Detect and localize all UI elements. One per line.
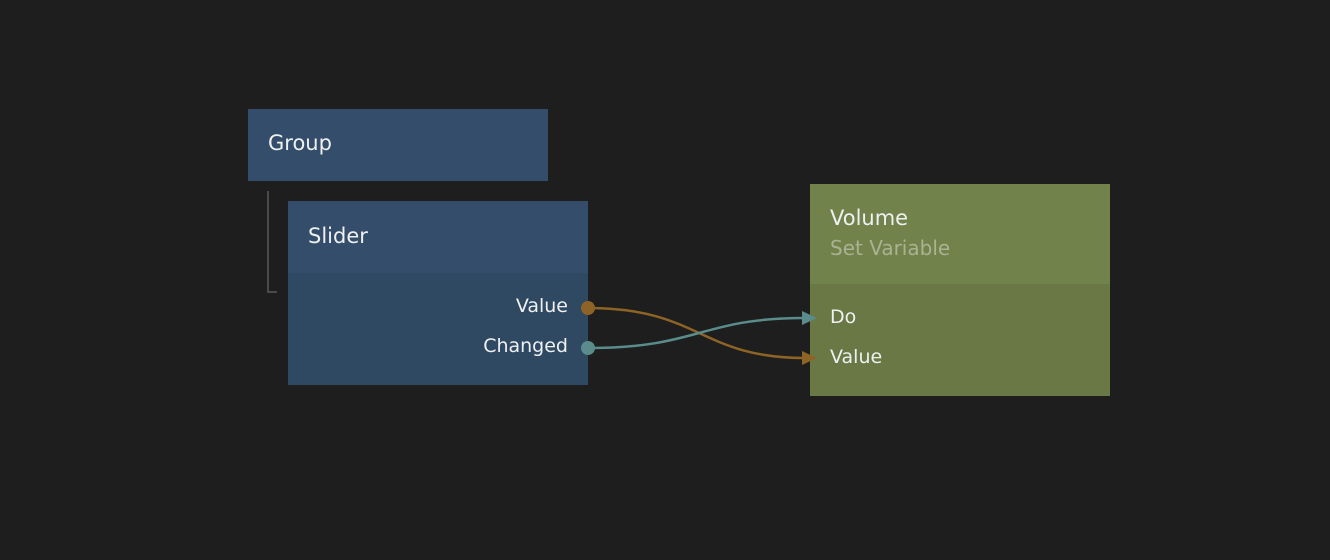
output-dot-value[interactable]	[581, 301, 595, 315]
output-port-value[interactable]: Value	[515, 295, 568, 317]
slider-node-title: Slider	[308, 224, 368, 248]
connection-changed[interactable]	[587, 316, 806, 350]
group-node[interactable]: Group	[248, 109, 548, 181]
hierarchy-bracket	[267, 191, 277, 293]
volume-set-variable-node[interactable]: Volume Set Variable Do Value	[810, 184, 1110, 396]
input-port-value[interactable]: Value	[830, 346, 883, 368]
input-port-do[interactable]: Do	[830, 306, 857, 328]
output-dot-changed[interactable]	[581, 341, 595, 355]
group-node-title: Group	[268, 131, 332, 155]
output-port-changed[interactable]: Changed	[483, 335, 568, 357]
volume-node-type: Set Variable	[830, 236, 951, 260]
volume-node-header: Volume Set Variable	[810, 184, 1110, 284]
input-arrow-value	[802, 351, 817, 365]
input-arrow-do	[802, 311, 817, 325]
slider-node-header: Slider	[288, 201, 588, 273]
slider-node[interactable]: Slider Value Changed	[288, 201, 588, 385]
volume-node-title: Volume	[830, 206, 909, 230]
